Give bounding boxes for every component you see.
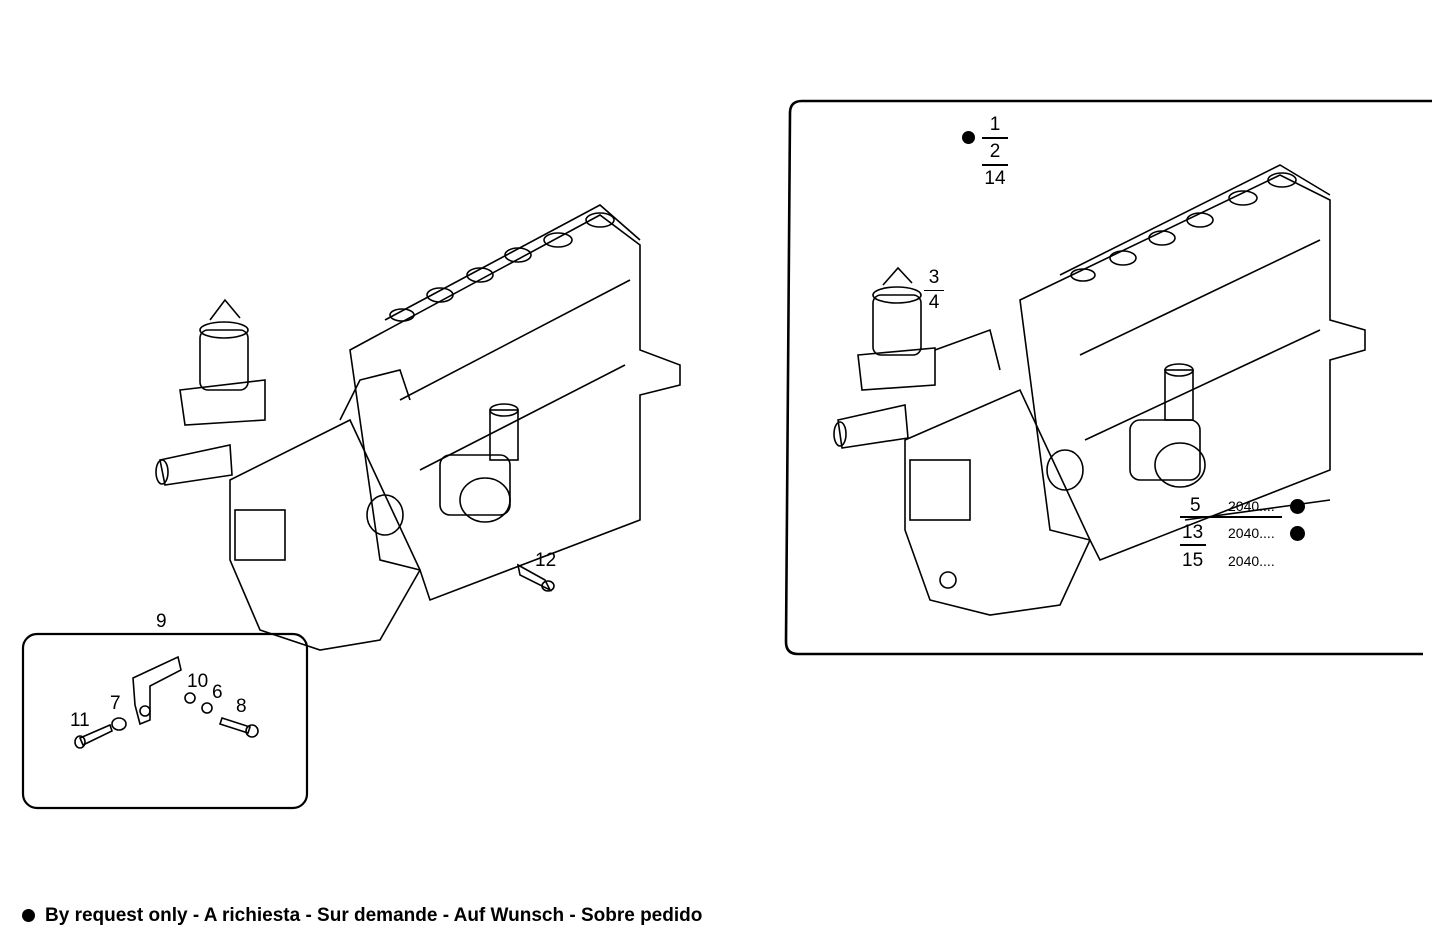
callout-4: 4: [924, 290, 944, 312]
callout-8: 8: [236, 696, 247, 717]
callout-11: 11: [70, 710, 90, 731]
callout-3: 3: [928, 267, 940, 288]
delivery-valves-right: [1070, 172, 1297, 282]
legend-text: By request only - A richiesta - Sur dema…: [45, 905, 703, 926]
callout-2: 2: [982, 137, 1008, 161]
callout-6: 6: [212, 682, 223, 703]
callout-10: 10: [187, 671, 209, 692]
variant-code-5: 2040....: [1228, 498, 1275, 514]
callout-1: 1: [989, 114, 1001, 135]
callout-stack-1-2-14: 1 2 14: [982, 115, 1008, 188]
right-frame: [784, 99, 1432, 656]
injection-pump-right: [833, 164, 1366, 616]
variant-item-5: 5: [1190, 495, 1201, 516]
request-dot-icon: [1290, 498, 1305, 516]
request-dot-icon: [962, 129, 975, 147]
request-dot-icon: [1290, 525, 1305, 543]
callout-12: 12: [535, 550, 557, 571]
variant-item-13: 13: [1182, 522, 1204, 543]
delivery-valves-left: [389, 212, 615, 322]
variant-item-15: 15: [1182, 550, 1204, 571]
kit-box-frame: [21, 632, 309, 810]
legend: By request only - A richiesta - Sur dema…: [22, 905, 702, 927]
variant-code-15: 2040....: [1228, 553, 1275, 569]
variant-code-13: 2040....: [1228, 525, 1275, 541]
injection-pump-left: [155, 204, 681, 651]
callout-9: 9: [156, 611, 167, 632]
callout-7: 7: [110, 693, 121, 714]
callout-14: 14: [982, 164, 1008, 188]
bracket-kit: [74, 655, 259, 749]
callout-stack-3-4: 3 4: [924, 268, 944, 312]
filled-circle-icon: [22, 909, 35, 923]
